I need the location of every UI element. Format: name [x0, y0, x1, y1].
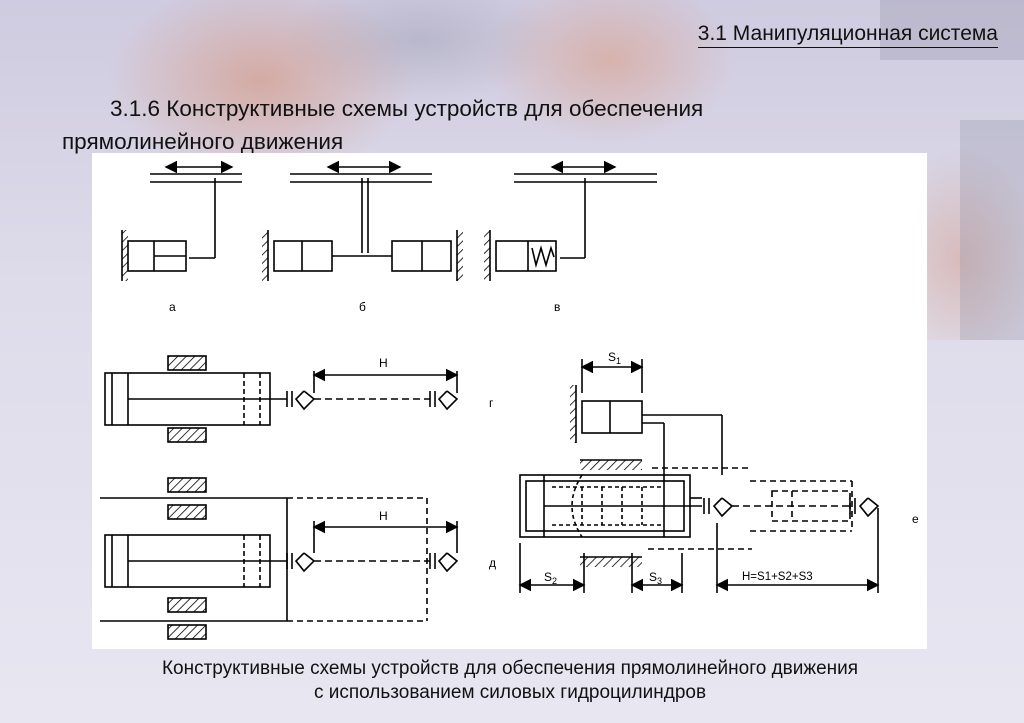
schematic-svg: а б в г д е H H S1 S2 S3 H=S1+S2+S3: [100, 160, 919, 640]
label-g: г: [489, 396, 494, 410]
figure-caption: Конструктивные схемы устройств для обесп…: [90, 657, 930, 705]
background-rail: [960, 120, 1024, 340]
label-b: б: [359, 300, 366, 314]
scheme-a: [121, 160, 242, 281]
scheme-b: [262, 160, 463, 281]
section-header: 3.1 Манипуляционная система: [697, 22, 998, 48]
scheme-d: [100, 477, 459, 640]
label-S3: S3: [649, 570, 662, 586]
label-e: е: [912, 512, 919, 526]
label-v: в: [554, 300, 560, 314]
caption-line-1: Конструктивные схемы устройств для обесп…: [161, 658, 859, 679]
slide-title: 3.1.6 Конструктивные схемы устройств для…: [62, 92, 962, 158]
background-rail: [880, 0, 1024, 60]
label-S1: S1: [608, 350, 621, 366]
label-H-d: H: [379, 509, 388, 523]
label-S2: S2: [544, 570, 557, 586]
label-a: а: [169, 300, 176, 314]
scheme-g: [104, 355, 459, 443]
caption-line-2: с использованием силовых гидроцилиндров: [313, 682, 707, 703]
title-line-2: прямолинейного движения: [62, 129, 344, 154]
scheme-v: [484, 160, 657, 281]
label-d: д: [489, 556, 496, 570]
title-line-1: 3.1.6 Конструктивные схемы устройств для…: [110, 96, 704, 121]
label-formula: H=S1+S2+S3: [742, 571, 813, 583]
label-H-g: H: [379, 356, 388, 370]
schematic-diagram: а б в г д е H H S1 S2 S3 H=S1+S2+S3: [92, 153, 927, 649]
scheme-e: [518, 359, 880, 593]
